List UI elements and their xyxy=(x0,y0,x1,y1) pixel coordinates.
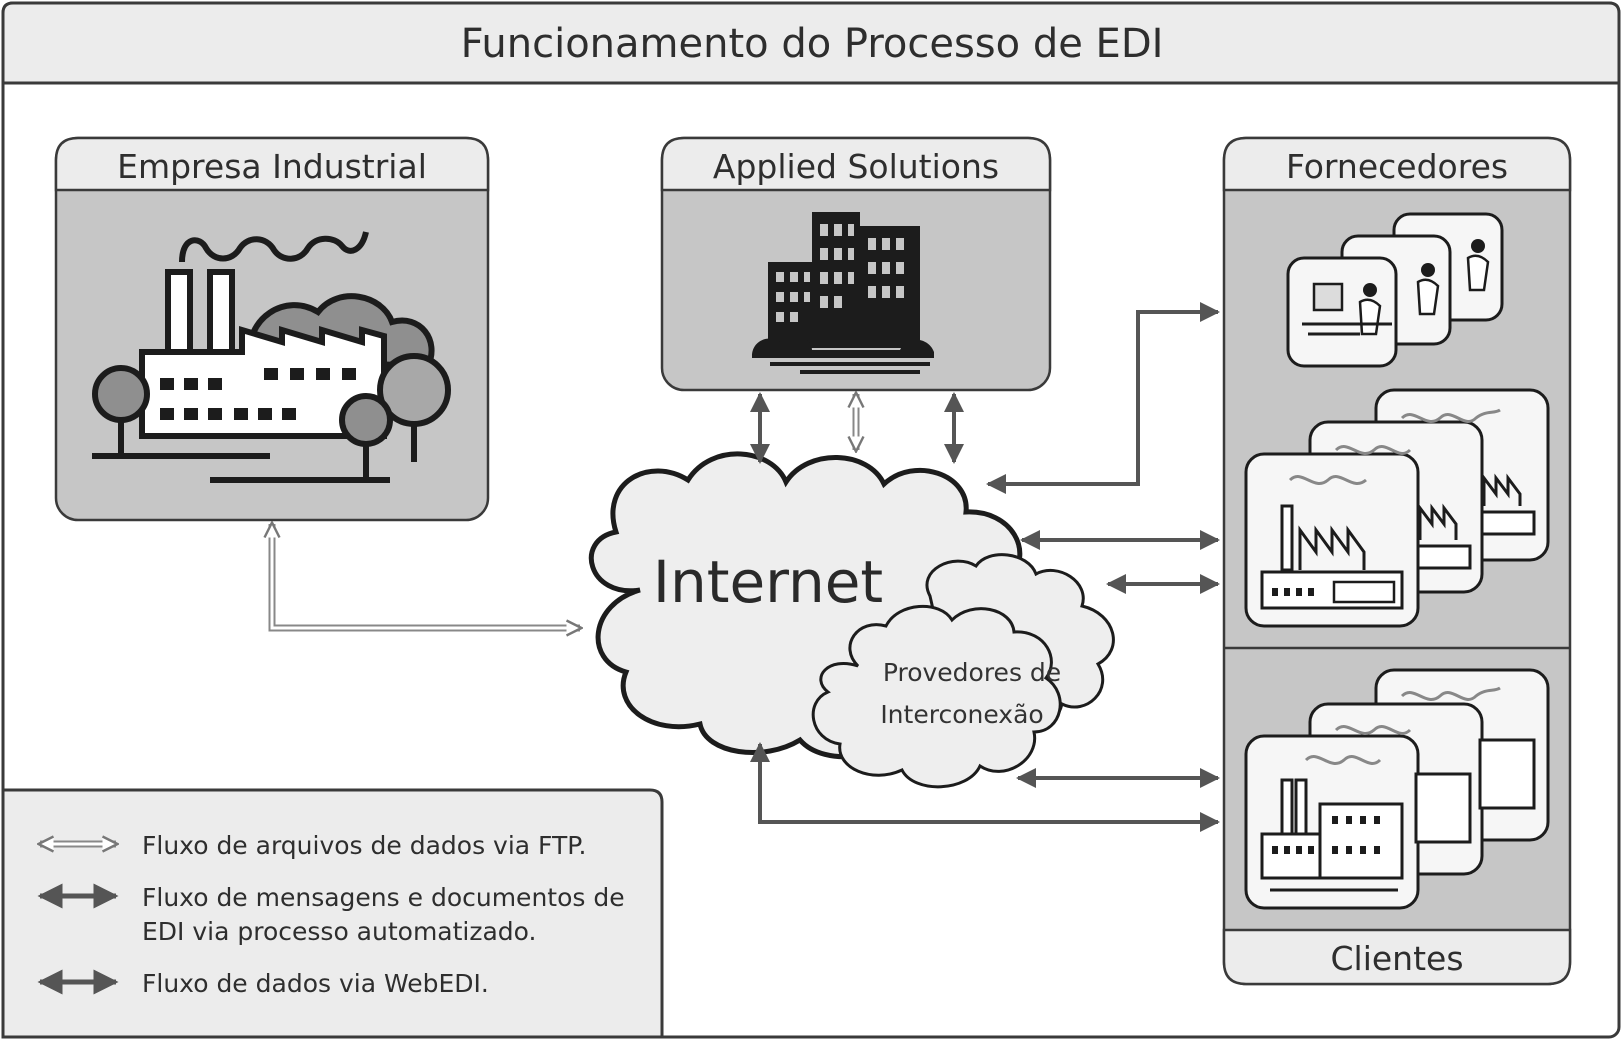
clientes-label: Clientes xyxy=(1330,939,1463,978)
client-factories-icon xyxy=(1244,668,1550,910)
title-bar xyxy=(1,1,1621,85)
provedores-label-line2: Interconexão xyxy=(880,700,1043,729)
provedores-cloud: Provedores de Interconexão xyxy=(811,553,1115,789)
internet-label: Internet xyxy=(653,548,883,616)
diagram-title: Funcionamento do Processo de EDI xyxy=(461,21,1164,67)
legend-webedi-label: Fluxo de dados via WebEDI. xyxy=(142,969,489,998)
supplier-factories-icon xyxy=(1244,388,1550,628)
legend-edi-label-line2: EDI via processo automatizado. xyxy=(142,917,536,946)
provedores-label-line1: Provedores de xyxy=(883,658,1061,687)
internet-clients-arrow xyxy=(750,742,1220,832)
ftp-connector xyxy=(272,524,580,628)
factory-icon xyxy=(92,231,451,483)
fornecedores-label: Fornecedores xyxy=(1286,147,1508,186)
legend-ftp-label: Fluxo de arquivos de dados via FTP. xyxy=(142,831,586,860)
legend-edi-label-line1: Fluxo de mensagens e documentos de xyxy=(142,883,625,912)
office-building-icon xyxy=(752,212,934,374)
office-workers-icon xyxy=(1286,212,1504,368)
legend: Fluxo de arquivos de dados via FTP. Flux… xyxy=(1,788,664,1039)
applied-solutions-label: Applied Solutions xyxy=(713,147,999,186)
internet-office-workers-arrow xyxy=(986,302,1220,494)
empresa-industrial-label: Empresa Industrial xyxy=(117,147,427,186)
